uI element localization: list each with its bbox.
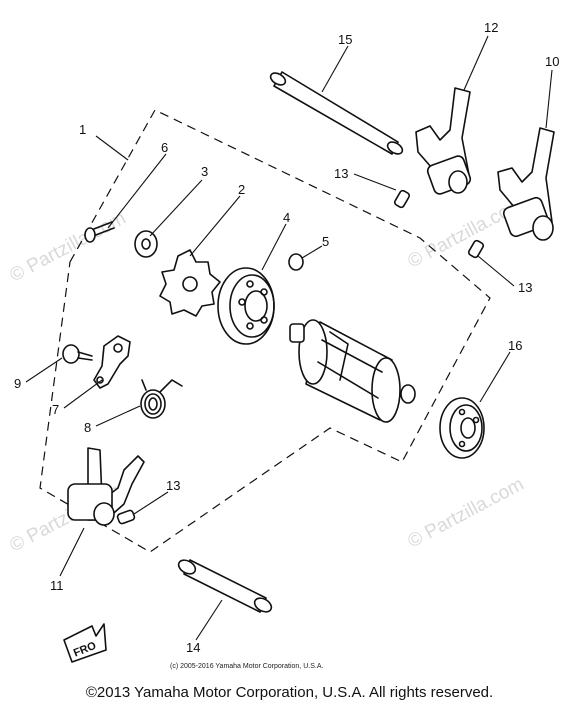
shift-fork-guide-bar-14 — [177, 559, 273, 613]
guide-pin-13a — [393, 189, 411, 209]
watermark-2: © Partzilla.com — [404, 194, 527, 273]
callout-7: 7 — [52, 402, 59, 417]
callout-2: 2 — [238, 182, 245, 197]
shift-fork-12 — [415, 87, 472, 195]
callout-13a: 13 — [334, 166, 348, 181]
callout-16: 16 — [508, 338, 522, 353]
shift-fork-11 — [67, 447, 145, 526]
shift-fork-10 — [497, 127, 555, 241]
watermark-layer: © Partzilla.com © Partzilla.com © Partzi… — [6, 0, 527, 556]
callout-5: 5 — [322, 234, 329, 249]
screw-6 — [84, 221, 115, 243]
spring-8 — [140, 379, 183, 419]
bearing-4 — [217, 267, 275, 345]
callout-13b: 13 — [518, 280, 532, 295]
bolt-9 — [62, 344, 93, 364]
segment-2 — [159, 249, 221, 317]
guide-pin-13b — [467, 239, 485, 259]
front-arrow-icon: FRO — [63, 623, 107, 663]
shift-fork-guide-bar-15 — [269, 71, 404, 155]
callout-1: 1 — [79, 122, 86, 137]
copyright-main: ©2013 Yamaha Motor Corporation, U.S.A. A… — [85, 684, 494, 701]
copyright-small: (c) 2005-2016 Yamaha Motor Corporation, … — [170, 663, 323, 670]
callout-labels: 1 2 3 4 5 6 7 8 9 10 11 12 13 13 13 14 1… — [14, 20, 559, 655]
callout-6: 6 — [161, 140, 168, 155]
leader-lines — [25, 35, 553, 641]
watermark-4: © Partzilla.com — [404, 474, 527, 553]
bearing-16 — [439, 397, 485, 459]
callout-3: 3 — [201, 164, 208, 179]
callout-11: 11 — [50, 578, 64, 593]
callout-13c: 13 — [166, 478, 180, 493]
washer-3 — [134, 230, 158, 258]
watermark-5: © Partzilla.com — [404, 0, 527, 6]
nut-5 — [288, 253, 304, 271]
callout-4: 4 — [283, 210, 290, 225]
shift-cam — [289, 319, 416, 423]
guide-pin-13c — [116, 509, 136, 525]
callout-14: 14 — [186, 640, 200, 655]
callout-12: 12 — [484, 20, 498, 35]
callout-9: 9 — [14, 376, 21, 391]
callout-15: 15 — [338, 32, 352, 47]
callout-8: 8 — [84, 420, 91, 435]
stopper-lever-7 — [93, 335, 131, 389]
callout-10: 10 — [545, 54, 559, 69]
